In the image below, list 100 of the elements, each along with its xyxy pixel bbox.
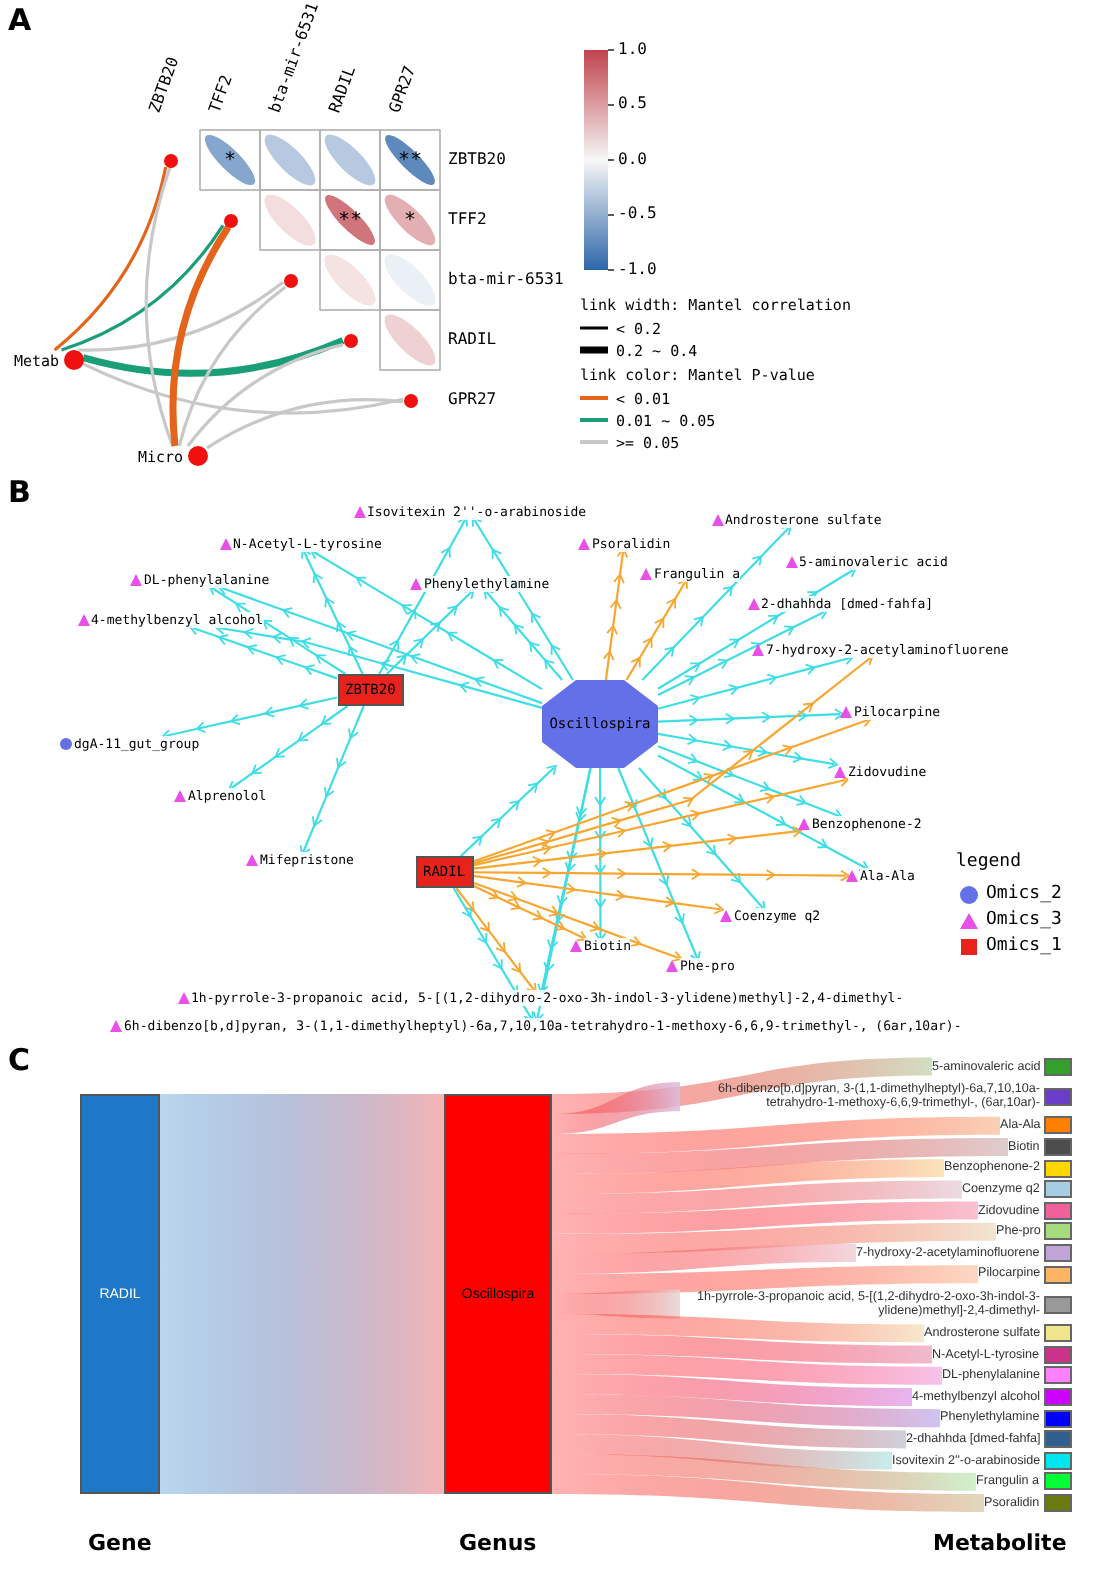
arrow: [215, 623, 543, 709]
endpoint-dot: [163, 153, 177, 167]
tick-label: 0.0: [618, 151, 647, 169]
arrow: [218, 584, 543, 705]
axis-label: Gene: [88, 1532, 152, 1557]
panel-letter: C: [8, 1043, 31, 1076]
legend-label: Omics_3: [986, 910, 1062, 930]
arrow: [657, 754, 870, 871]
flow-band: [552, 1289, 680, 1319]
row-label: TFF2: [448, 211, 487, 229]
link-curve: [78, 281, 284, 352]
flow-band: [552, 1454, 976, 1491]
endpoint-dot: [403, 393, 417, 407]
legend-label: Omics_1: [986, 936, 1062, 956]
arrow: [161, 696, 338, 741]
column-label: GPR27: [387, 64, 421, 116]
column-label: TFF2: [207, 73, 238, 116]
panel-letter: A: [8, 3, 32, 36]
arrow: [228, 705, 349, 791]
significance-mark: *: [404, 209, 417, 231]
arrow: [657, 745, 843, 820]
flow-band: [552, 1414, 906, 1449]
endpoint-dot: [223, 213, 237, 227]
flow-band: [552, 1354, 942, 1385]
arrow: [472, 777, 850, 867]
link-curve: [53, 166, 168, 352]
arrow: [455, 887, 537, 994]
link-curve: [144, 166, 174, 447]
legend-title: legend: [956, 854, 1022, 874]
row-label: bta-mir-6531: [448, 271, 564, 289]
flow-band: [552, 1159, 944, 1194]
arrow: [638, 767, 766, 912]
arrow: [189, 624, 338, 680]
legend-label: Omics_2: [986, 884, 1062, 904]
link-curve: [61, 224, 225, 352]
flow-band: [552, 1116, 1000, 1154]
arrow: [625, 578, 688, 681]
arrow: [473, 826, 803, 870]
arrow: [641, 524, 792, 681]
flow-band: [552, 1222, 996, 1254]
arrow: [617, 767, 701, 962]
significance-mark: **: [398, 149, 423, 171]
link-curve: [206, 398, 404, 450]
arrow: [452, 887, 534, 1022]
arrow: [472, 884, 588, 942]
arrow: [657, 609, 828, 696]
arrow: [473, 867, 850, 882]
arrow: [483, 588, 563, 681]
flow-band: [552, 1474, 984, 1512]
flow-band: [552, 1138, 1008, 1174]
link-curve: [169, 225, 232, 447]
row-label: GPR27: [448, 391, 497, 409]
arrow: [471, 516, 574, 681]
flow-band: [552, 1082, 680, 1134]
flow-band: [552, 1374, 912, 1406]
flow-band: [552, 1334, 932, 1364]
arrow: [657, 708, 843, 726]
arrow: [657, 653, 854, 710]
arrow: [472, 881, 683, 962]
flow-band: [552, 1244, 856, 1274]
arrow: [657, 567, 857, 690]
endpoint-dot: [343, 333, 357, 347]
row-label: ZBTB20: [448, 151, 506, 169]
significance-mark: **: [338, 209, 363, 231]
arrow: [299, 705, 365, 856]
tick-label: 0.5: [618, 96, 647, 114]
arrow: [208, 585, 347, 675]
arrow: [386, 589, 475, 675]
tick-label: -1.0: [618, 261, 657, 279]
column-label: RADIL: [327, 64, 361, 116]
arrow: [378, 516, 468, 675]
axis-label: Genus: [459, 1532, 537, 1557]
flow-band: [552, 1265, 978, 1294]
arrow: [533, 767, 592, 1022]
significance-mark: *: [224, 149, 237, 171]
arrow: [473, 874, 725, 915]
row-label: RADIL: [448, 331, 497, 349]
flow-band: [552, 1394, 940, 1428]
arrow: [537, 767, 592, 994]
arrow: [301, 548, 364, 675]
flow-band: [552, 1434, 892, 1470]
tick-label: 1.0: [618, 41, 647, 59]
flow-band: [552, 1314, 924, 1343]
arrow: [603, 547, 628, 681]
arrow: [460, 764, 557, 857]
arrow: [310, 549, 543, 691]
arrow: [472, 655, 874, 865]
endpoint-dot: [283, 273, 297, 287]
arrow: [657, 732, 839, 769]
flow-band: [552, 1201, 978, 1234]
link-curve: [186, 343, 344, 447]
flow-band: [552, 1180, 962, 1214]
flow-band: [160, 1094, 444, 1494]
link-curve: [82, 362, 404, 415]
link-curve: [82, 337, 345, 377]
axis-label: Metabolite: [933, 1532, 1067, 1557]
tick-label: -0.5: [618, 206, 657, 224]
link-curve: [177, 285, 287, 447]
arrow: [472, 716, 872, 863]
arrow: [594, 768, 606, 943]
